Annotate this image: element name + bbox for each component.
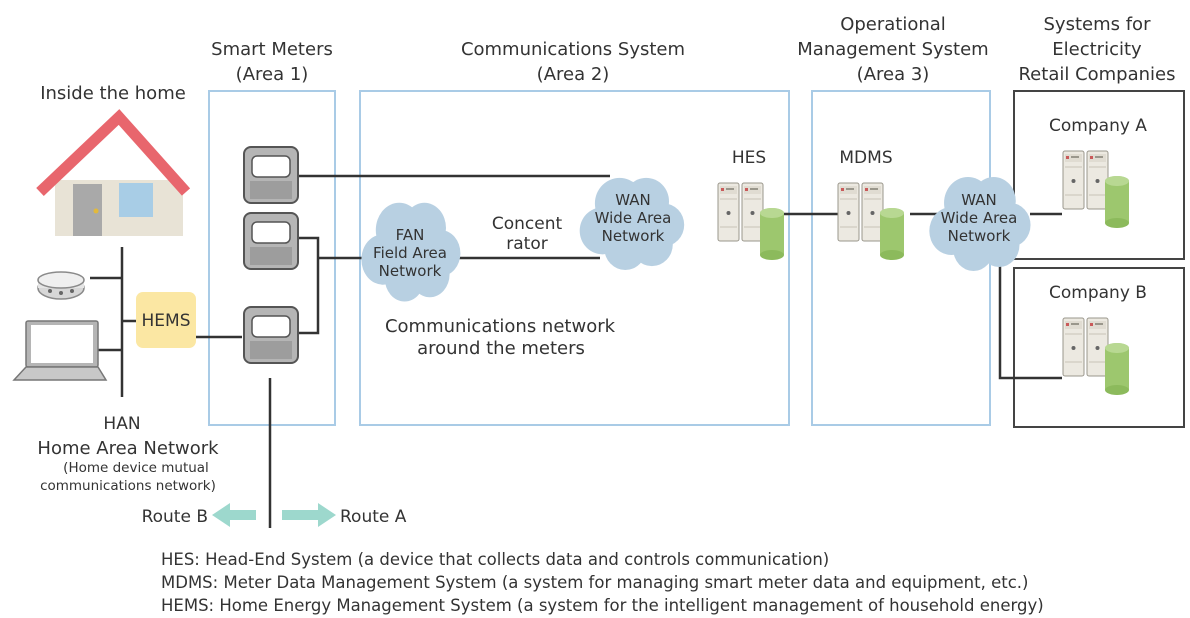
mdms-server-icon [838, 183, 904, 260]
route-b-arrow [212, 503, 256, 527]
smart-meter-1 [243, 146, 299, 204]
house-icon [36, 109, 191, 236]
smart-meter-2 [243, 212, 299, 270]
abbreviation-legend: HES: Head-End System (a device that coll… [161, 548, 1186, 617]
han-desc-line2: communications network) [40, 478, 216, 494]
legend-hes: HES: Head-End System (a device that coll… [161, 550, 830, 569]
wan-1-label: WAN [615, 191, 651, 209]
legend-hems: HEMS: Home Energy Management System (a s… [161, 596, 1044, 615]
route-a-arrow [282, 503, 336, 527]
area-2-title: Communications System [461, 39, 685, 60]
sensor-device-icon [37, 271, 85, 300]
hes-server-icon [718, 183, 784, 260]
area-3-subtitle: (Area 3) [857, 64, 930, 85]
laptop-icon [12, 320, 108, 381]
han-desc-line1: (Home device mutual [63, 460, 209, 476]
meters-network-label-line2: around the meters [417, 338, 585, 359]
company-a-server-icon [1063, 151, 1129, 228]
concentrator-label-line1: Concent [492, 214, 563, 234]
wan-2-label: WAN [961, 191, 997, 209]
route-b-label: Route B [142, 507, 208, 527]
han-full-label: Home Area Network [37, 438, 219, 459]
hes-label: HES [732, 148, 766, 168]
route-a-label: Route A [340, 507, 407, 527]
wan-2-label-line2: Wide Area [941, 209, 1018, 227]
meters-network-label-line1: Communications network [385, 316, 616, 337]
area-3-title-line2: Management System [797, 39, 988, 60]
hems-label: HEMS [142, 311, 191, 331]
company-b-label: Company B [1049, 283, 1147, 303]
fan-label-line3: Network [379, 262, 442, 280]
han-label: HAN [103, 414, 140, 434]
wan-1-label-line3: Network [602, 227, 665, 245]
legend-mdms: MDMS: Meter Data Management System (a sy… [161, 573, 1029, 592]
retail-title-line1: Systems for [1044, 14, 1152, 35]
company-b-server-icon [1063, 318, 1129, 395]
retail-title-line3: Retail Companies [1018, 64, 1175, 85]
company-b-box [1013, 267, 1185, 428]
connection-lines [90, 174, 1062, 528]
mdms-label: MDMS [839, 148, 892, 168]
area-1-title: Smart Meters [211, 39, 333, 60]
area-3-title-line1: Operational [840, 14, 946, 35]
retail-title-line2: Electricity [1052, 39, 1142, 60]
concentrator-label-line2: rator [506, 234, 547, 254]
inside-home-label: Inside the home [40, 83, 186, 104]
area-1-subtitle: (Area 1) [236, 64, 309, 85]
smart-meter-3 [243, 306, 299, 364]
hems-box [136, 292, 196, 348]
wan-2-label-line3: Network [948, 227, 1011, 245]
company-a-box [1013, 90, 1185, 260]
wan-1-label-line2: Wide Area [595, 209, 672, 227]
area-2-subtitle: (Area 2) [537, 64, 610, 85]
fan-label: FAN [396, 226, 425, 244]
company-a-label: Company A [1049, 116, 1147, 136]
fan-label-line2: Field Area [373, 244, 447, 262]
